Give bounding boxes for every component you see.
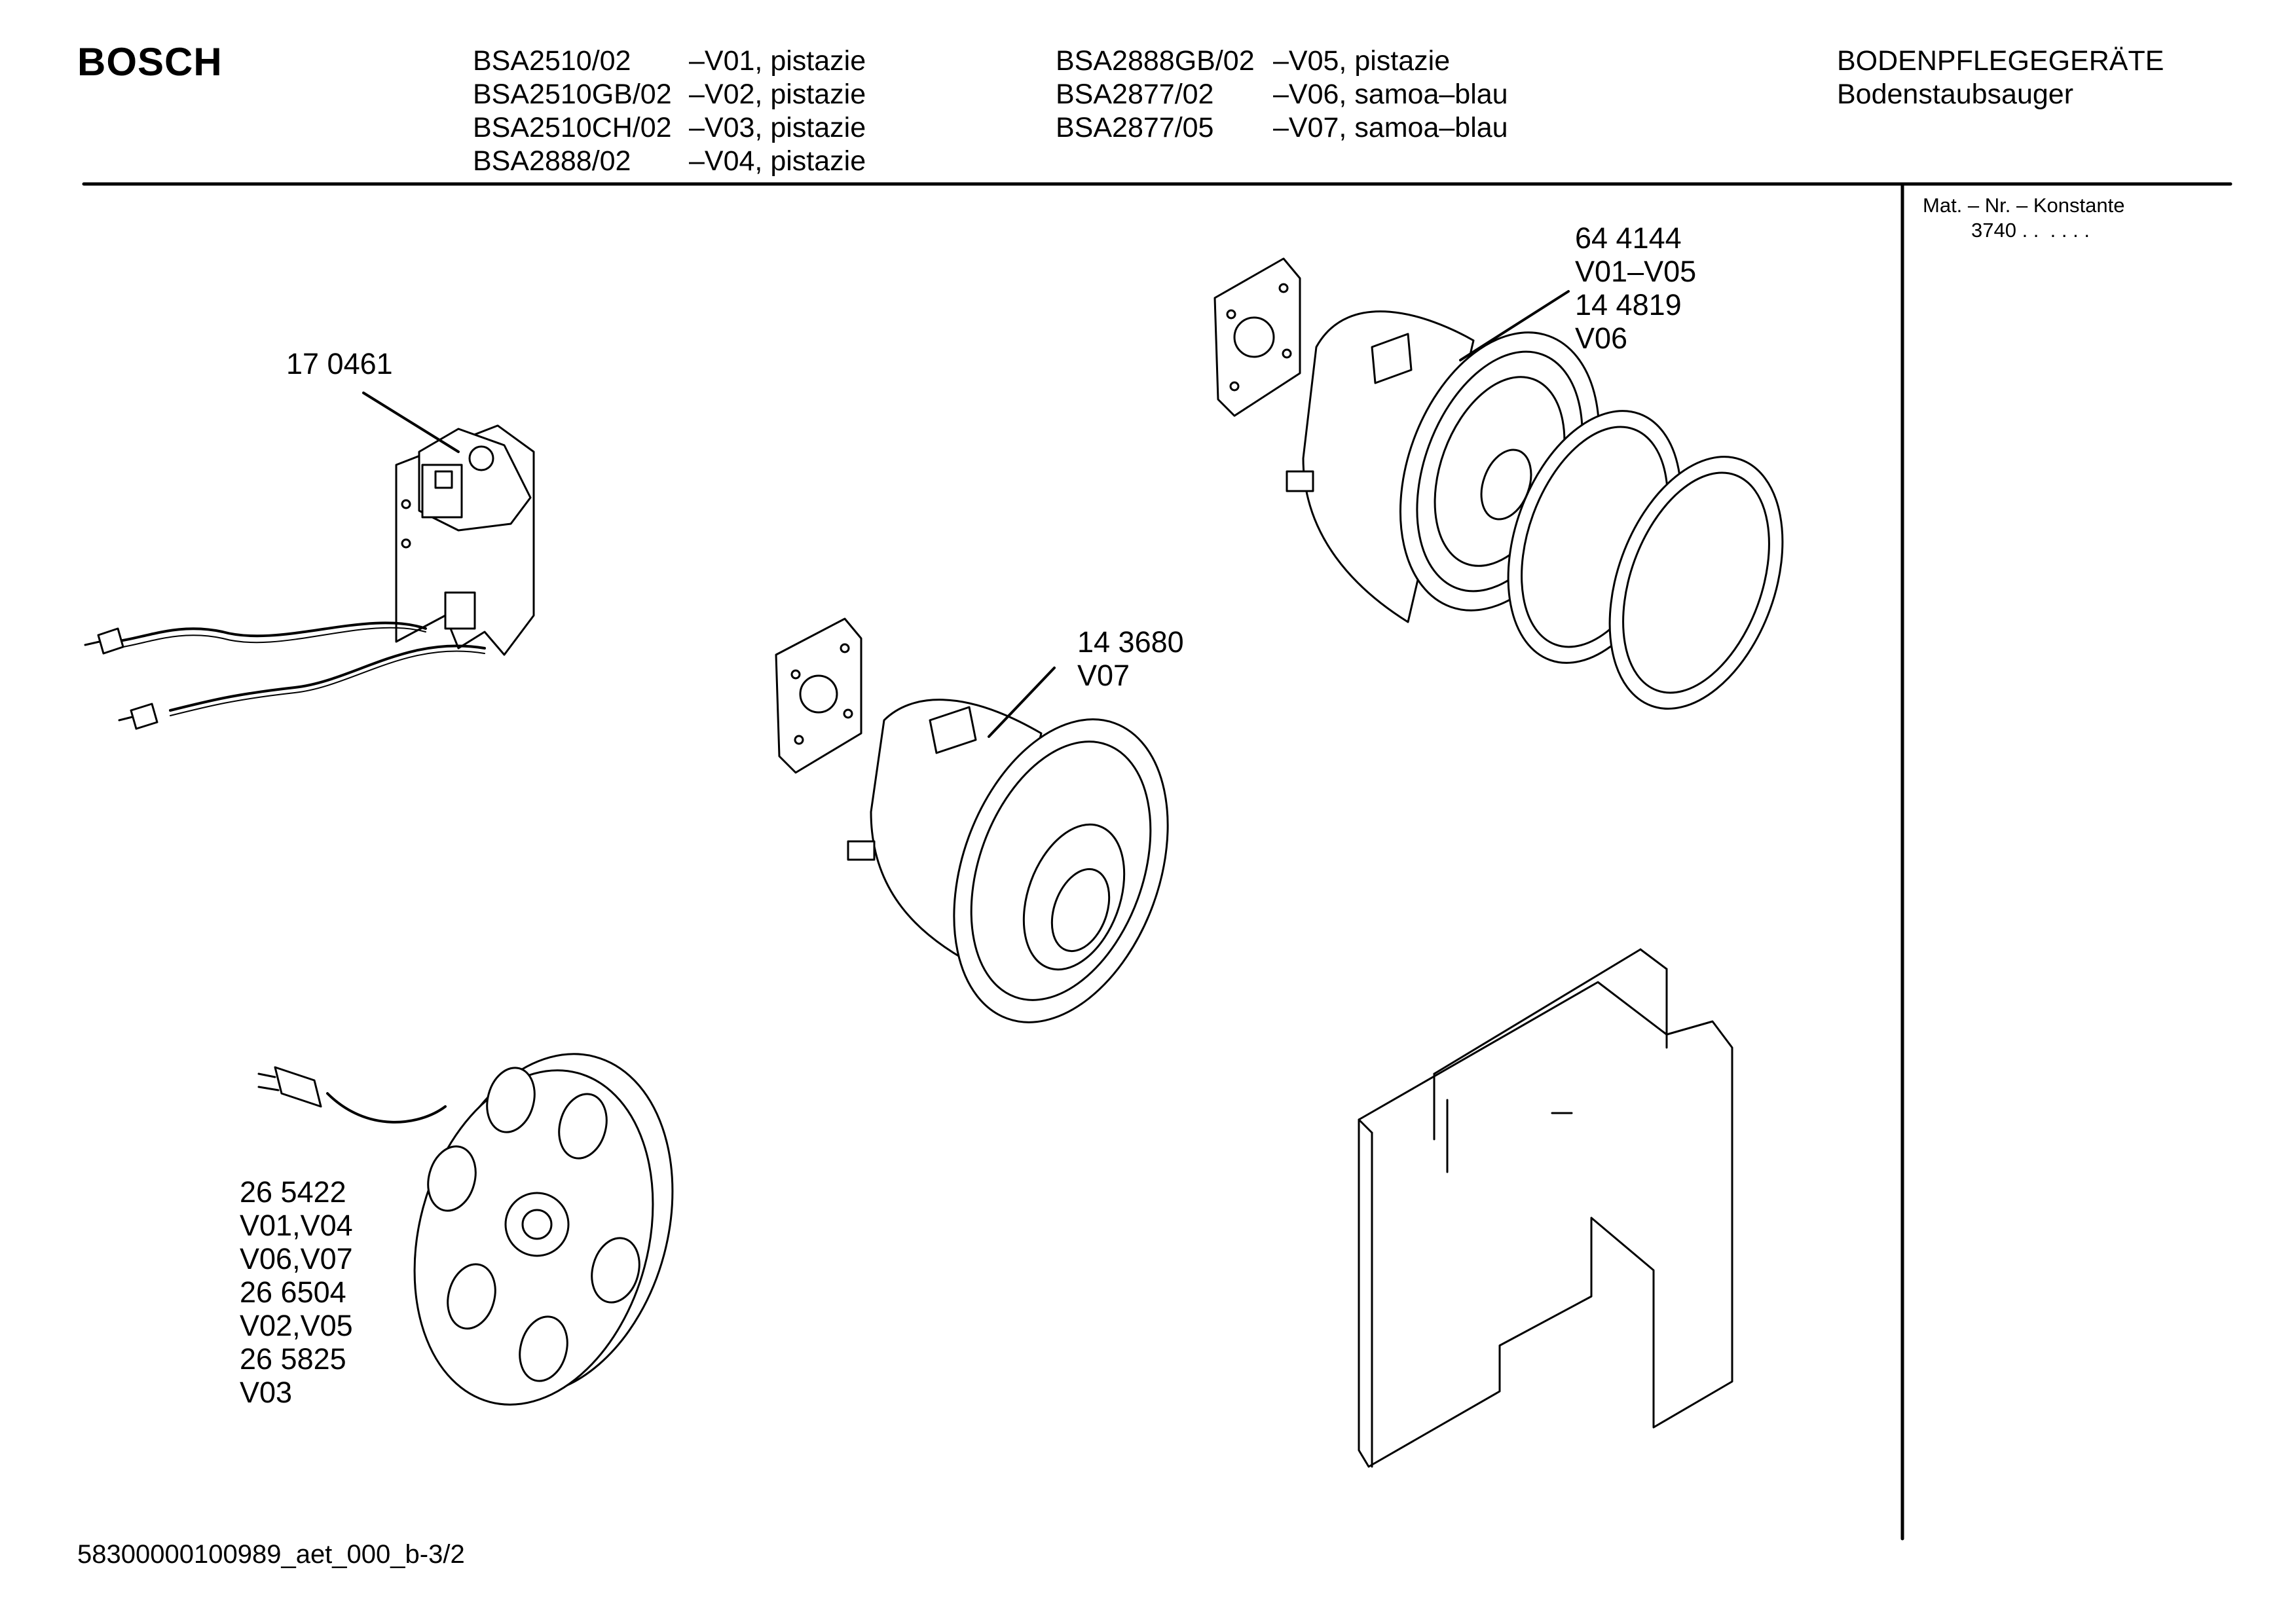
part-variant-motor-large: V01–V05 xyxy=(1575,255,1697,288)
part-variant-cable-reel: V06,V07 xyxy=(240,1242,353,1275)
part-variant-cable-reel: V02,V05 xyxy=(240,1309,353,1342)
part-number-cable-reel: 26 5422 xyxy=(240,1175,346,1209)
model-variant: –V03, pistazie xyxy=(689,112,866,143)
part-variant-motor-large-alt: V06 xyxy=(1575,321,1628,355)
model-number: BSA2877/05 xyxy=(1056,112,1214,143)
part-variant-cable-reel: V03 xyxy=(240,1376,293,1409)
model-variant: –V06, samoa–blau xyxy=(1273,79,1508,110)
leader-line xyxy=(362,392,460,453)
model-variant: –V01, pistazie xyxy=(689,45,866,77)
motor-small-assembly xyxy=(775,617,1169,1023)
motor-large-assembly xyxy=(1213,257,1784,710)
sidebar-label: Mat. – Nr. – Konstante xyxy=(1923,194,2125,217)
switch-assembly xyxy=(84,424,535,730)
model-number: BSA2510CH/02 xyxy=(473,112,672,143)
part-number-motor-large-alt: 14 4819 xyxy=(1575,288,1682,321)
leader-line xyxy=(1459,290,1570,361)
part-number-switch: 17 0461 xyxy=(286,347,393,380)
part-variant-cable-reel: V01,V04 xyxy=(240,1209,353,1242)
part-number-cable-reel: 26 5825 xyxy=(240,1342,346,1376)
part-number-motor-small: 14 3680 xyxy=(1077,625,1184,659)
model-number: BSA2888/02 xyxy=(473,145,631,177)
model-variant: –V07, samoa–blau xyxy=(1273,112,1508,143)
document-id: 58300000100989_aet_000_b-3/2 xyxy=(77,1540,465,1569)
leader-line xyxy=(988,667,1056,738)
model-variant: –V05, pistazie xyxy=(1273,45,1451,77)
model-number: BSA2510GB/02 xyxy=(473,79,672,110)
category-subtitle: Bodenstaubsauger xyxy=(1837,79,2074,110)
foam-filter xyxy=(1358,948,1733,1468)
model-variant: –V02, pistazie xyxy=(689,79,866,110)
brand-logo: BOSCH xyxy=(77,40,223,84)
model-number: BSA2888GB/02 xyxy=(1056,45,1255,77)
model-variant: –V04, pistazie xyxy=(689,145,866,177)
model-number: BSA2510/02 xyxy=(473,45,631,77)
part-variant-motor-small: V07 xyxy=(1077,659,1130,692)
sidebar-value: 3740 . . . . . . xyxy=(1971,219,2090,242)
part-number-motor-large: 64 4144 xyxy=(1575,221,1682,255)
part-number-cable-reel: 26 6504 xyxy=(240,1275,346,1309)
category-title: BODENPFLEGEGERÄTE xyxy=(1837,45,2164,77)
cable-reel-assembly xyxy=(257,1053,674,1406)
model-number: BSA2877/02 xyxy=(1056,79,1214,110)
